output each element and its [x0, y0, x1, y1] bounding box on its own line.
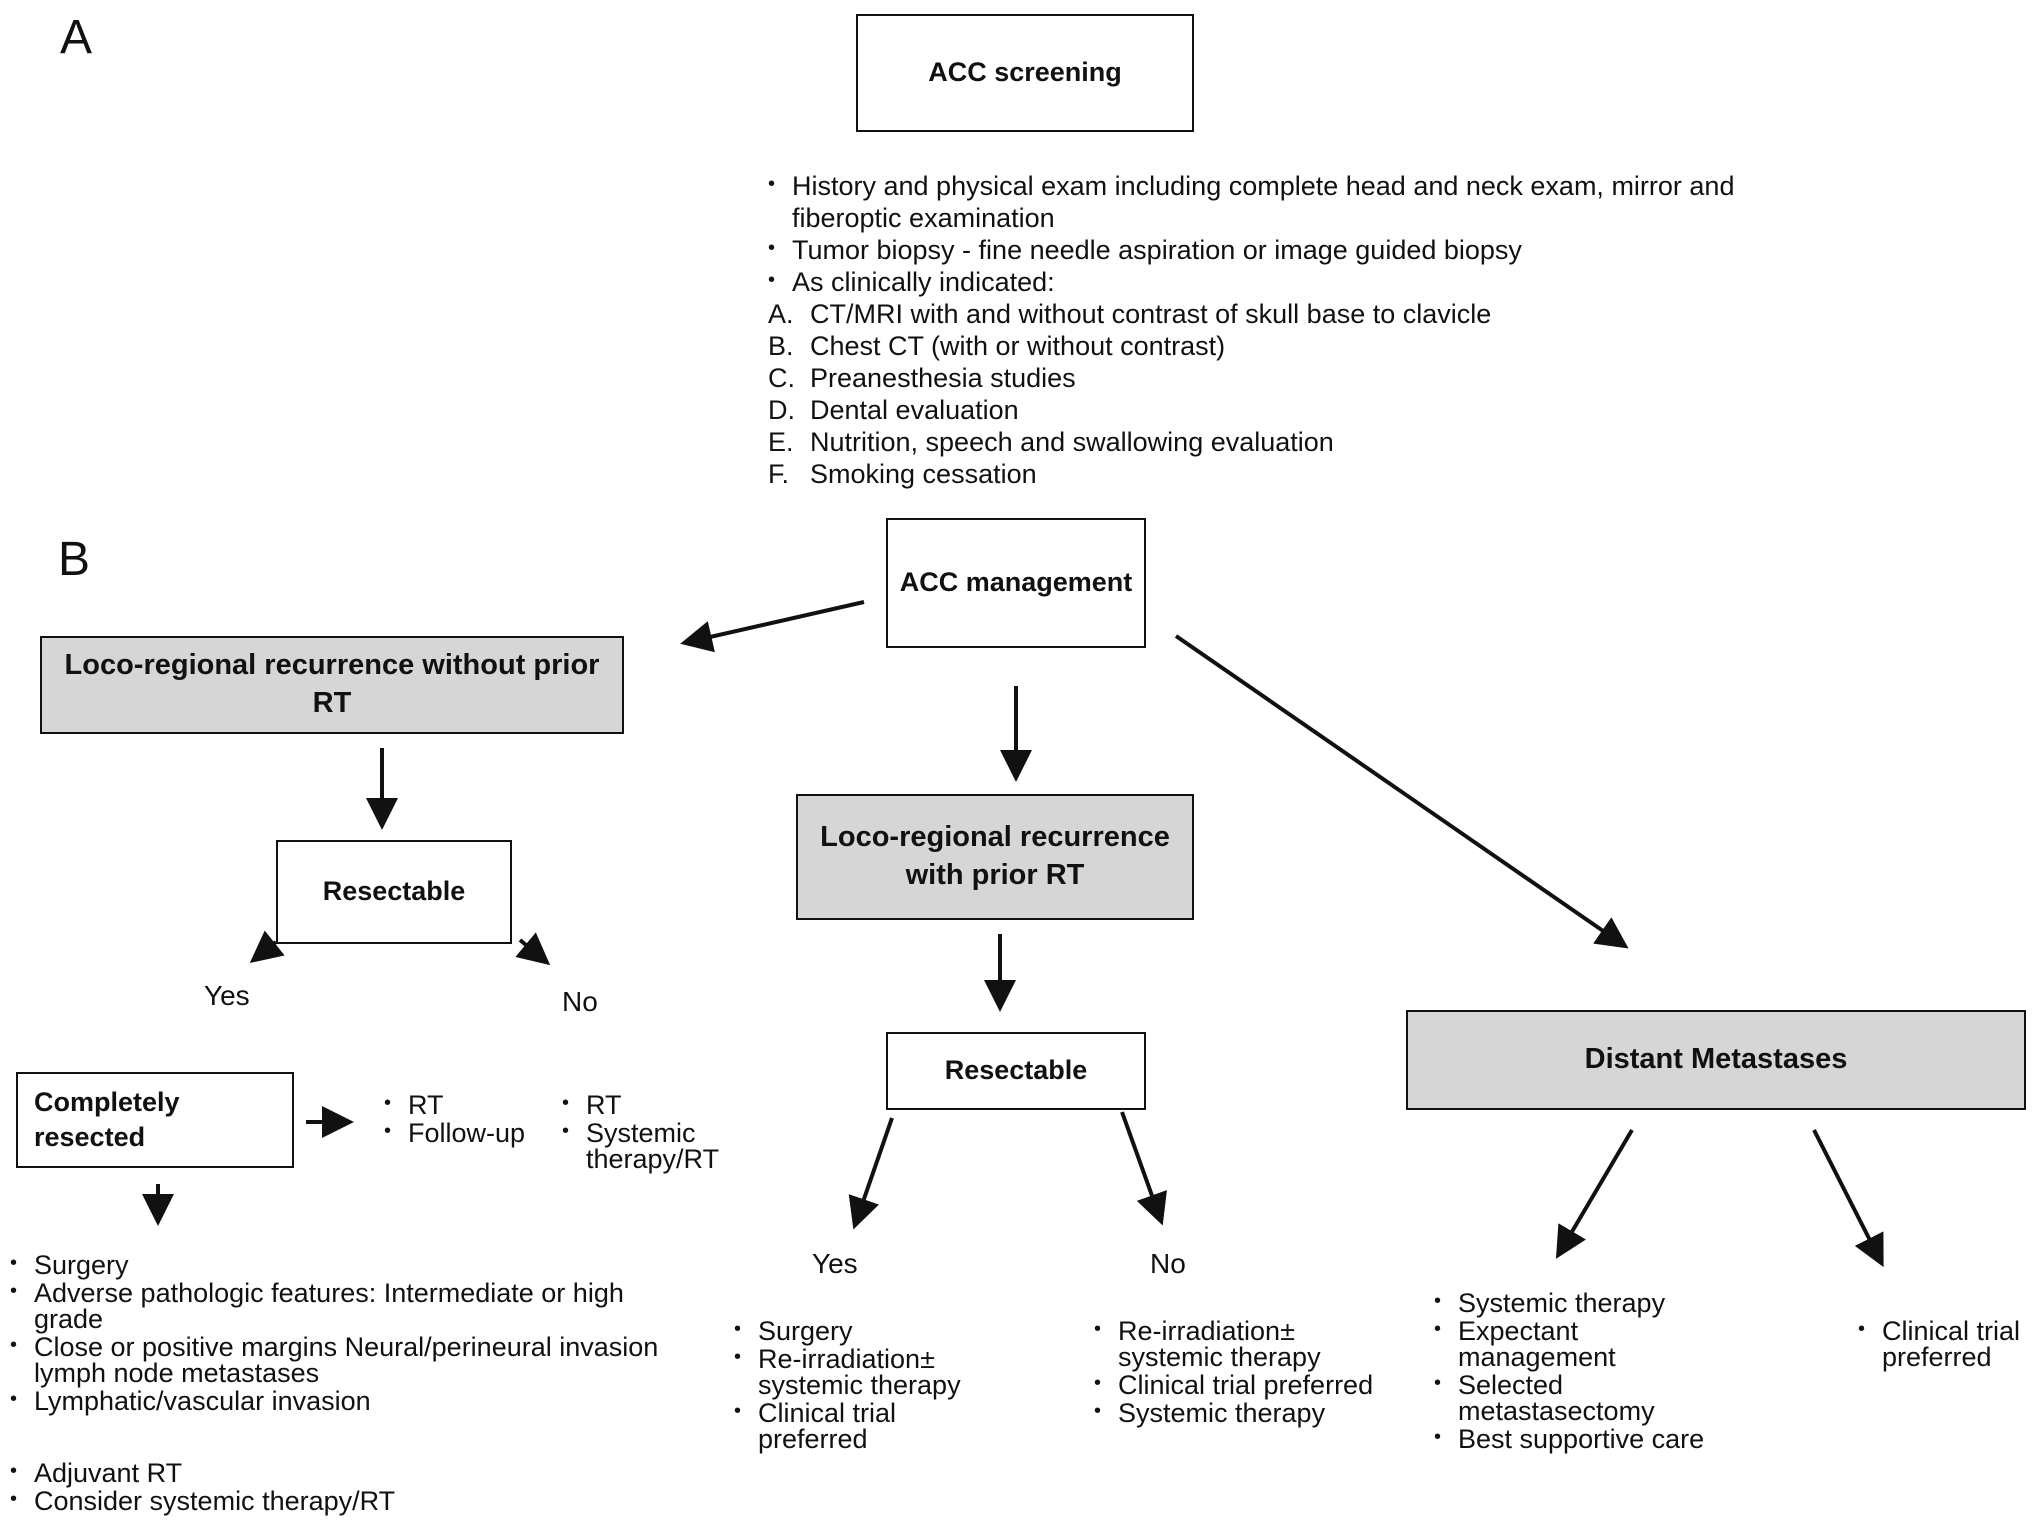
- left-adjuvant-options: Adjuvant RT Consider systemic therapy/RT: [10, 1458, 510, 1516]
- loco-regional-with-rt-box: Loco-regional recurrence with prior RT: [796, 794, 1194, 920]
- middle-no-label: No: [1150, 1248, 1186, 1279]
- arrow-mgmt-to-right: [1174, 634, 1629, 949]
- option-item: Selected metastasectomy: [1434, 1370, 1734, 1425]
- screening-bullet: As clinically indicated:: [768, 264, 1808, 298]
- feature-item: Adverse pathologic features: Intermediat…: [10, 1278, 690, 1333]
- option-item: Follow-up: [384, 1118, 554, 1147]
- screening-item: D.Dental evaluation: [768, 395, 1019, 425]
- option-item: Surgery: [734, 1316, 984, 1345]
- middle-yes-options: Surgery Re-irradiation± systemic therapy…: [734, 1316, 984, 1454]
- left-resectable-box: Resectable: [276, 840, 512, 944]
- option-item: Clinical trial preferred: [1094, 1370, 1394, 1399]
- option-item: Systemic therapy: [1434, 1288, 1734, 1317]
- acc-management-box: ACC management: [886, 518, 1146, 648]
- screening-bullet: Tumor biopsy - fine needle aspiration or…: [768, 232, 1808, 266]
- option-item: Clinical trial preferred: [1858, 1316, 2028, 1371]
- acc-screening-box: ACC screening: [856, 14, 1194, 132]
- arrow-middle-yes: [848, 1117, 894, 1230]
- option-item: Adjuvant RT: [10, 1458, 510, 1487]
- distant-metastases-box: Distant Metastases: [1406, 1010, 2026, 1110]
- feature-item: Lymphatic/vascular invasion: [10, 1386, 690, 1415]
- distant-right-options: Clinical trial preferred: [1858, 1316, 2028, 1372]
- option-item: RT: [562, 1090, 742, 1119]
- screening-item: C.Preanesthesia studies: [768, 363, 1076, 393]
- screening-item: B.Chest CT (with or without contrast): [768, 331, 1226, 361]
- feature-item: Surgery: [10, 1250, 690, 1279]
- screening-item-list: A.CT/MRI with and without contrast of sk…: [768, 298, 1808, 490]
- feature-item: Close or positive margins Neural/perineu…: [10, 1332, 690, 1387]
- completely-resected-box: Completely resected: [16, 1072, 294, 1168]
- option-item: Re-irradiation± systemic therapy: [1094, 1316, 1394, 1371]
- left-yes-label: Yes: [204, 980, 250, 1011]
- middle-no-options: Re-irradiation± systemic therapy Clinica…: [1094, 1316, 1394, 1428]
- option-item: RT: [384, 1090, 554, 1119]
- arrow-distant-right: [1812, 1129, 1884, 1268]
- middle-resectable-box: Resectable: [886, 1032, 1146, 1110]
- option-item: Systemic therapy/RT: [562, 1118, 742, 1173]
- arrow-mgmt-to-left: [680, 600, 865, 653]
- loco-regional-without-rt-box: Loco-regional recurrence without prior R…: [40, 636, 624, 734]
- option-item: Best supportive care: [1434, 1424, 1734, 1453]
- left-yes-features: Surgery Adverse pathologic features: Int…: [10, 1250, 690, 1416]
- arrow-middle-no: [1120, 1111, 1167, 1226]
- option-item: Systemic therapy: [1094, 1398, 1394, 1427]
- left-no-options: RT Systemic therapy/RT: [562, 1090, 742, 1174]
- screening-item: F.Smoking cessation: [768, 459, 1037, 489]
- distant-left-options: Systemic therapy Expectant management Se…: [1434, 1288, 1734, 1454]
- arrow-left-yes: [249, 930, 285, 963]
- panel-label-b: B: [58, 533, 91, 586]
- middle-yes-label: Yes: [812, 1248, 858, 1279]
- screening-item: A.CT/MRI with and without contrast of sk…: [768, 299, 1492, 329]
- screening-bullet: History and physical exam including comp…: [768, 168, 1808, 234]
- option-item: Expectant management: [1434, 1316, 1734, 1371]
- screening-bullet-list: History and physical exam including comp…: [768, 168, 1808, 298]
- arrow-left-no: [515, 932, 551, 966]
- screening-details: History and physical exam including comp…: [768, 168, 1808, 490]
- screening-item: E.Nutrition, speech and swallowing evalu…: [768, 427, 1334, 457]
- option-item: Clinical trial preferred: [734, 1398, 984, 1453]
- completely-resected-options: RT Follow-up: [384, 1090, 554, 1148]
- panel-label-a: A: [60, 11, 93, 64]
- option-item: Consider systemic therapy/RT: [10, 1486, 510, 1515]
- arrow-distant-left: [1555, 1128, 1634, 1259]
- left-no-label: No: [562, 986, 598, 1017]
- option-item: Re-irradiation± systemic therapy: [734, 1344, 984, 1399]
